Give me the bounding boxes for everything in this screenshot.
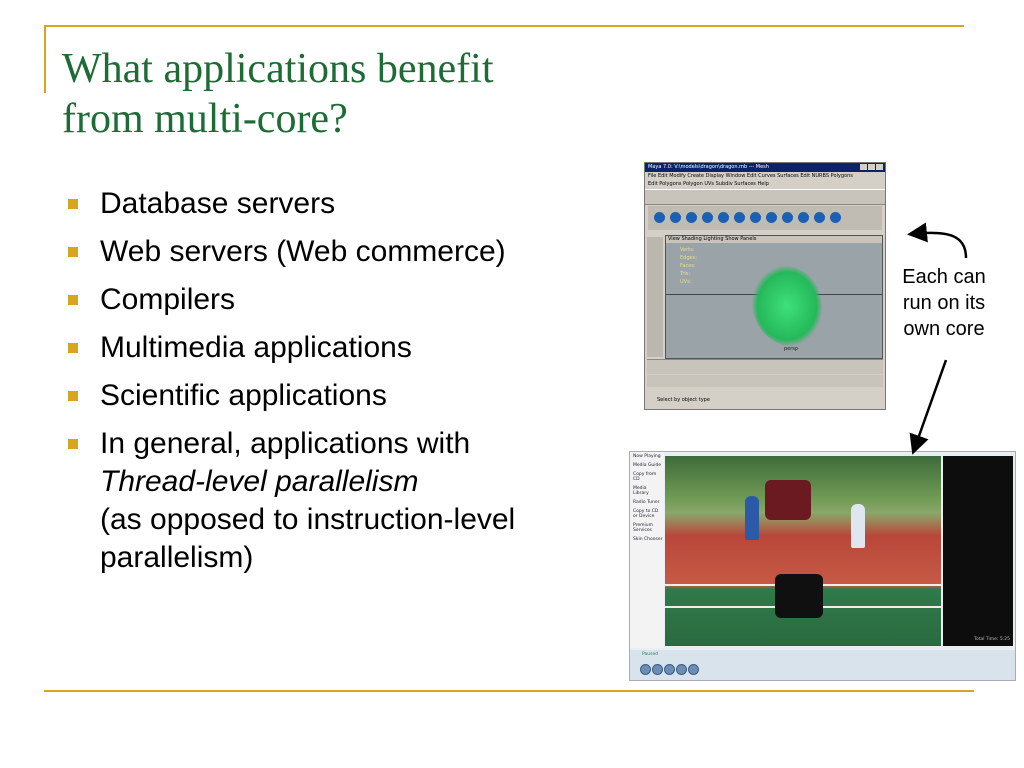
bullet-text: Compilers — [100, 283, 236, 316]
bullet-text-line-1: In general, applications with — [100, 427, 471, 460]
bullet-text-line-2-italic: Thread-level parallelism — [100, 465, 419, 498]
cone-icon — [702, 212, 713, 223]
callout-line-3: own core — [903, 318, 985, 340]
bullet-marker-icon — [68, 343, 78, 353]
maya-menubar-2: Edit Polygons Polygon UVs Subdiv Surface… — [648, 181, 769, 187]
maya-shelf — [648, 206, 882, 230]
shape-icon — [798, 212, 809, 223]
maya-timeline — [647, 359, 883, 374]
bullet-item: Compilers — [62, 281, 622, 319]
maya-menubar: File Edit Modify Create Display Window E… — [648, 173, 853, 179]
bullet-marker-icon — [68, 247, 78, 257]
bottom-divider — [44, 690, 974, 692]
slide-title-line-2: from multi-core? — [62, 96, 348, 142]
bullet-text-line-4: parallelism) — [100, 541, 254, 574]
maya-tool-column — [647, 237, 663, 357]
maya-app-screenshot: Maya 7.0: V:\models\dragon\dragon.mb ---… — [644, 162, 886, 410]
hud-label: Tris: — [680, 271, 691, 277]
sphere-icon — [654, 212, 665, 223]
shape-icon — [814, 212, 825, 223]
bullet-text: Scientific applications — [100, 379, 387, 412]
viewport-hud: Verts: Edges: Faces: Tris: UVs: — [680, 246, 697, 286]
video-frame — [665, 456, 941, 646]
play-icon[interactable] — [640, 664, 651, 675]
shape-icon — [830, 212, 841, 223]
shape-icon — [750, 212, 761, 223]
plane-icon — [718, 212, 729, 223]
maya-title-text: Maya 7.0: V:\models\dragon\dragon.mb ---… — [648, 164, 769, 170]
bullet-marker-icon — [68, 439, 78, 449]
giant-die-red — [765, 480, 811, 520]
shape-icon — [782, 212, 793, 223]
bullet-marker-icon — [68, 295, 78, 305]
nav-item: Copy from CD — [633, 472, 657, 482]
person-figure — [745, 496, 759, 540]
maya-toolbar — [645, 189, 885, 205]
bullet-list: Database servers Web servers (Web commer… — [62, 185, 622, 587]
bullet-item: Web servers (Web commerce) — [62, 233, 622, 271]
hud-label: Verts: — [680, 247, 695, 253]
close-icon — [876, 164, 883, 170]
maya-status-line: Select by object type — [647, 395, 883, 405]
callout-line-2: run on its — [902, 292, 986, 314]
bullet-text: Web servers (Web commerce) — [100, 235, 506, 268]
bullet-item: Scientific applications — [62, 377, 622, 415]
arrow-to-maya — [907, 222, 968, 259]
bullet-item: Multimedia applications — [62, 329, 622, 367]
viewport-panel-menu: View Shading Lighting Show Panels — [666, 236, 882, 243]
total-time-label: Total Time: 5:25 — [973, 637, 1010, 642]
giant-die-black — [775, 574, 823, 618]
torus-icon — [734, 212, 745, 223]
bullet-item: In general, applications with Thread-lev… — [62, 425, 622, 577]
shape-icon — [766, 212, 777, 223]
bullet-text-line-3: (as opposed to instruction-level — [100, 503, 516, 536]
minimize-icon — [860, 164, 867, 170]
mute-icon[interactable] — [688, 664, 699, 675]
maya-range-slider — [647, 375, 883, 387]
hud-label: Edges: — [680, 255, 697, 261]
slide-title-line-1: What applications benefit — [62, 46, 494, 92]
slide-title: What applications benefit from multi-cor… — [62, 44, 494, 144]
person-figure — [851, 504, 865, 548]
window-buttons — [860, 164, 883, 170]
bullet-marker-icon — [68, 199, 78, 209]
dragon-mesh-model — [752, 266, 822, 346]
player-info-panel: Total Time: 5:25 — [943, 456, 1013, 646]
callout-text: Each can run on its own core — [888, 264, 1000, 342]
hud-label: Faces: — [680, 263, 696, 269]
nav-item: Copy to CD or Device — [633, 509, 659, 519]
bullet-marker-icon — [68, 391, 78, 401]
player-nav-pane: Now Playing Media Guide Copy from CD Med… — [630, 452, 664, 648]
nav-item: Media Guide — [633, 463, 662, 468]
cylinder-icon — [686, 212, 697, 223]
maximize-icon — [868, 164, 875, 170]
next-icon[interactable] — [676, 664, 687, 675]
bullet-item: Database servers — [62, 185, 622, 223]
bullet-text: Database servers — [100, 187, 336, 220]
player-controls: Paused — [630, 650, 1015, 680]
nav-item: Now Playing — [633, 454, 661, 459]
nav-item: Media Library — [633, 486, 649, 496]
nav-item: Radio Tuner — [633, 500, 660, 505]
bullet-text: Multimedia applications — [100, 331, 412, 364]
cube-icon — [670, 212, 681, 223]
media-player-screenshot: Now Playing Media Guide Copy from CD Med… — [629, 451, 1016, 681]
callout-line-1: Each can — [902, 266, 986, 288]
nav-item: Skin Chooser — [633, 537, 663, 542]
camera-label: persp — [784, 346, 799, 352]
nav-item: Premium Services — [633, 523, 654, 533]
arrow-to-media-player — [909, 359, 948, 455]
left-accent-divider — [44, 25, 46, 93]
top-divider — [44, 25, 964, 27]
hud-label: UVs: — [680, 279, 692, 285]
maya-viewport: View Shading Lighting Show Panels Verts:… — [665, 235, 883, 359]
playback-status: Paused — [642, 652, 659, 657]
maya-titlebar: Maya 7.0: V:\models\dragon\dragon.mb ---… — [645, 163, 885, 172]
stop-icon[interactable] — [652, 664, 663, 675]
previous-icon[interactable] — [664, 664, 675, 675]
